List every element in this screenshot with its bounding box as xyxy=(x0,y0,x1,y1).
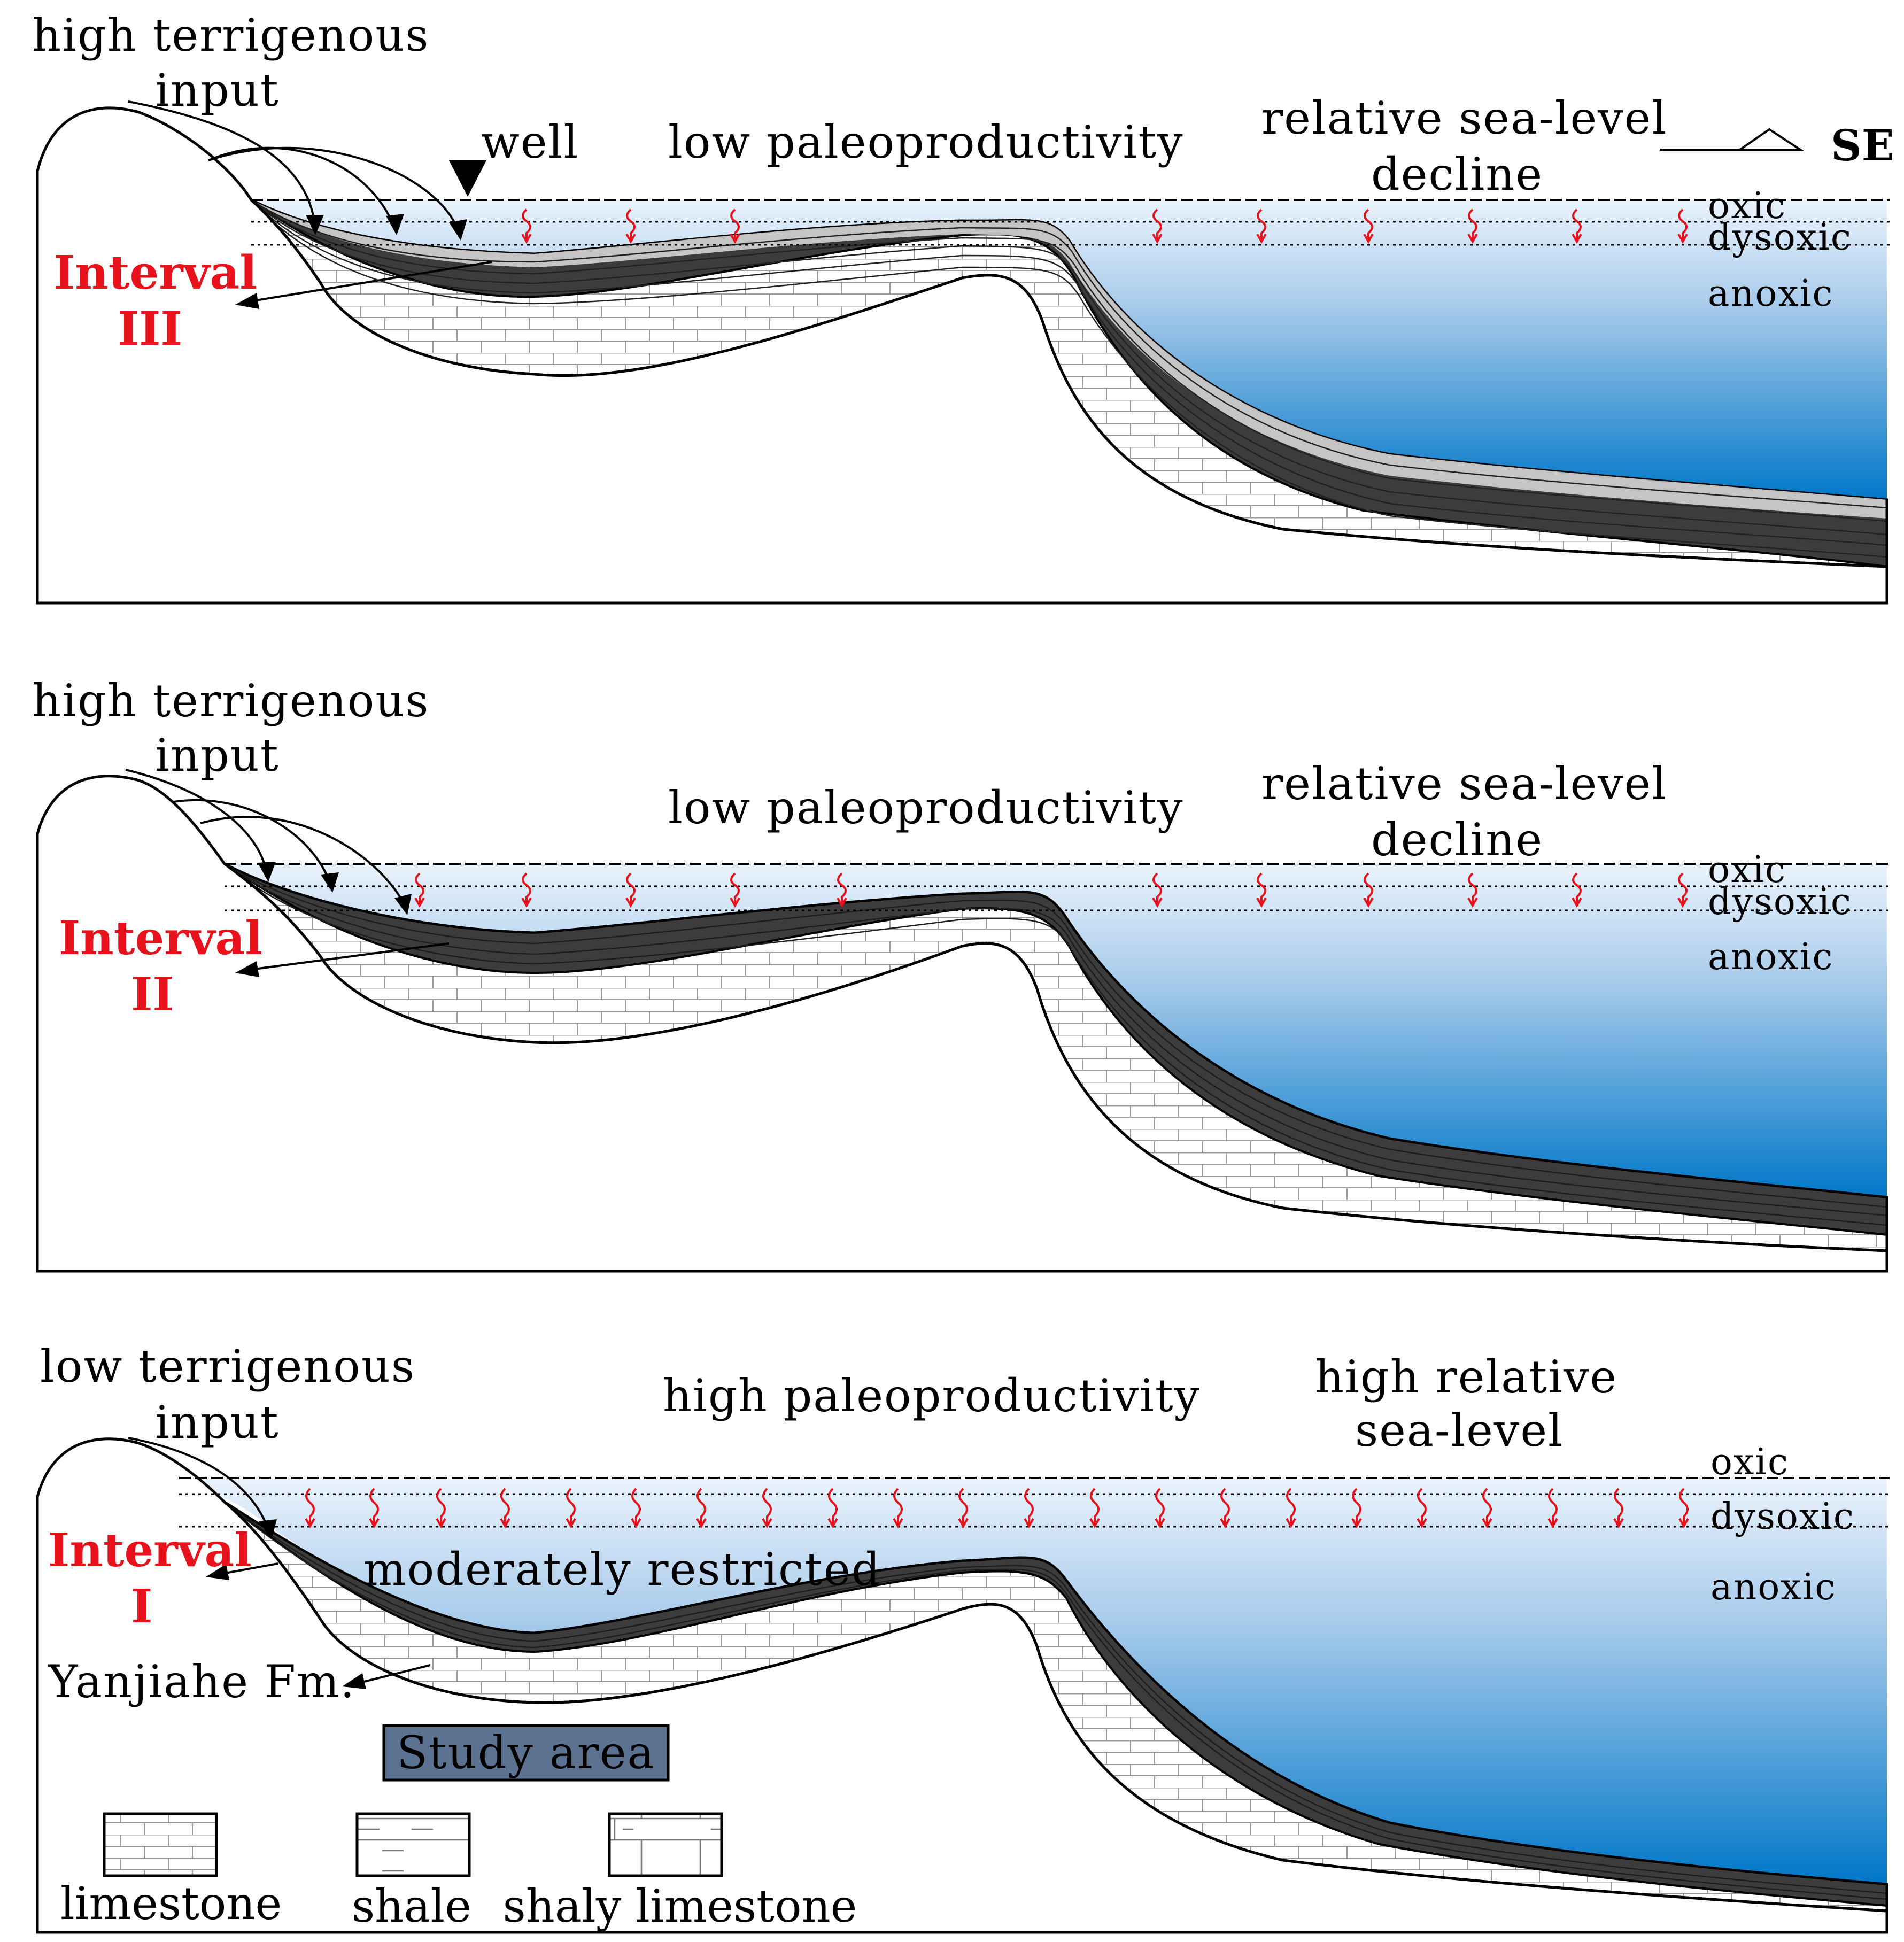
interval-leader-line xyxy=(245,942,450,971)
arrowhead xyxy=(342,1673,366,1689)
arrowheads xyxy=(306,214,467,241)
shale-laminae xyxy=(224,863,1887,1226)
interval-label: Interval xyxy=(59,911,262,965)
oxygen-tracers xyxy=(521,208,1688,244)
legend: limestone shale shaly limestone xyxy=(60,1812,857,1932)
study-area-box xyxy=(382,1724,670,1782)
legend-swatch-shale xyxy=(355,1812,471,1877)
legend-label-limestone: limestone xyxy=(60,1877,282,1930)
paleoproductivity-label: low paleoproductivity xyxy=(668,782,1184,834)
sea-level-label: relative sea-level xyxy=(1261,757,1667,810)
light-shale-band xyxy=(251,200,1887,519)
terrigenous-input-label: high terrigenous xyxy=(32,9,430,61)
interval-leader-line xyxy=(219,1562,278,1575)
terrigenous-input-label-line-2: input xyxy=(155,1396,280,1449)
zone-label-dysoxic: dysoxic xyxy=(1708,216,1852,259)
well-label: well xyxy=(481,116,579,168)
arrowhead xyxy=(235,961,259,977)
arrowhead xyxy=(259,1519,277,1539)
zone-label-oxic: oxic xyxy=(1708,849,1786,891)
upland-terrain xyxy=(36,775,1888,1273)
oxygen-tracers xyxy=(414,872,1688,908)
sea-level-label-line-2: sea-level xyxy=(1355,1404,1564,1457)
panel-interval-3: high terrigenous input well low paleopro… xyxy=(32,9,1894,605)
zone-label-anoxic: anoxic xyxy=(1708,936,1833,978)
arrowheads xyxy=(258,862,412,915)
shale-laminae xyxy=(224,1501,1887,1900)
sea-level-label-line-2: decline xyxy=(1371,814,1543,866)
interval-number: II xyxy=(131,968,174,1022)
orientation-label: SE xyxy=(1831,120,1894,171)
interval-label: Interval xyxy=(53,246,257,300)
se-direction-icon xyxy=(1660,128,1804,151)
zone-label-anoxic: anoxic xyxy=(1710,1566,1836,1608)
formation-leader-line xyxy=(355,1664,431,1685)
legend-swatch-limestone xyxy=(103,1812,218,1877)
panel-interval-2: high terrigenous input low paleoproducti… xyxy=(32,675,1890,1273)
sea-level-label-line-2: decline xyxy=(1371,148,1543,200)
legend-label-shaly-limestone: shaly limestone xyxy=(503,1880,857,1932)
legend-label-shale: shale xyxy=(352,1880,471,1932)
terrigenous-input-arrows xyxy=(125,769,407,909)
interval-number: III xyxy=(118,302,182,356)
terrigenous-input-label: low terrigenous xyxy=(40,1340,415,1392)
study-area-label: Study area xyxy=(397,1727,655,1779)
paleoproductivity-label: high paleoproductivity xyxy=(663,1370,1201,1422)
sea-level-label: relative sea-level xyxy=(1261,92,1667,144)
interval-label: Interval xyxy=(48,1523,252,1577)
sea-level-label: high relative xyxy=(1315,1351,1617,1403)
terrigenous-input-arrows xyxy=(128,100,461,236)
terrigenous-input-label-line-2: input xyxy=(155,64,280,117)
zone-label-oxic: oxic xyxy=(1708,185,1786,227)
panel-baseline xyxy=(37,500,1888,605)
arrowhead xyxy=(235,293,259,309)
water-body xyxy=(179,1478,1887,1884)
terrigenous-input-label-line-2: input xyxy=(155,729,280,782)
panel-baseline xyxy=(37,1197,1888,1273)
upland-terrain xyxy=(36,106,1888,605)
water-body xyxy=(251,200,1887,500)
interval-number: I xyxy=(131,1580,152,1634)
restriction-label: moderately restricted xyxy=(363,1543,881,1596)
terrigenous-input-arrows xyxy=(128,1437,271,1535)
upland-terrain xyxy=(36,1437,1888,1934)
legend-swatch-shaly-limestone xyxy=(608,1812,723,1877)
zone-label-dysoxic: dysoxic xyxy=(1708,881,1852,923)
zone-label-dysoxic: dysoxic xyxy=(1710,1496,1855,1538)
panel-baseline xyxy=(37,1884,1888,1934)
oxygen-tracers xyxy=(305,1488,1689,1529)
terrigenous-input-label: high terrigenous xyxy=(32,675,430,727)
formation-label: Yanjiahe Fm. xyxy=(48,1655,355,1708)
zone-label-oxic: oxic xyxy=(1710,1441,1789,1483)
paleoproductivity-label: low paleoproductivity xyxy=(668,116,1184,168)
water-body xyxy=(225,864,1887,1197)
well-marker-icon xyxy=(449,160,486,197)
interval-leader-line xyxy=(245,261,492,303)
arrowhead xyxy=(206,1564,229,1580)
zone-label-anoxic: anoxic xyxy=(1708,273,1833,315)
panel-interval-1: low terrigenous input high paleoproducti… xyxy=(36,1340,1890,1934)
